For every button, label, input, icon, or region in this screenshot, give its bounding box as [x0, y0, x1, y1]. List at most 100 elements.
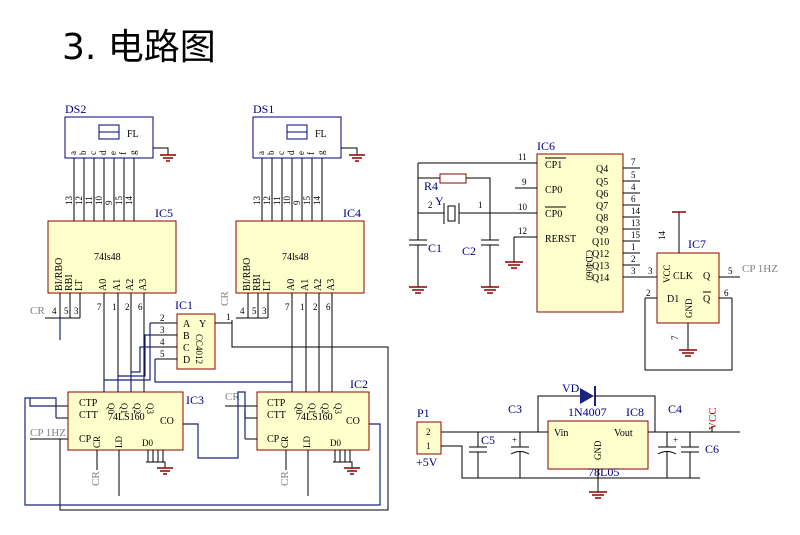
svg-text:CTP: CTP	[79, 398, 98, 409]
svg-text:15: 15	[114, 196, 124, 206]
svg-text:Q14: Q14	[592, 273, 609, 284]
svg-text:BI/RBO: BI/RBO	[242, 258, 253, 291]
svg-text:7: 7	[285, 302, 290, 312]
r4-label: R4	[424, 179, 438, 193]
ds1-label: DS1	[253, 102, 274, 116]
ds2-pin-d: d	[98, 150, 108, 155]
svg-text:3: 3	[631, 266, 636, 276]
svg-text:9: 9	[292, 200, 302, 205]
svg-text:4: 4	[240, 306, 245, 316]
svg-text:A1: A1	[300, 279, 311, 291]
svg-text:Q7: Q7	[596, 201, 608, 212]
ic2-label: IC2	[350, 377, 368, 391]
svg-text:LD: LD	[114, 436, 124, 448]
svg-text:6: 6	[724, 288, 729, 298]
ds2-label: DS2	[65, 102, 86, 116]
svg-text:c: c	[276, 151, 286, 155]
svg-text:CTT: CTT	[79, 410, 98, 421]
svg-text:CP: CP	[267, 434, 280, 445]
svg-text:12: 12	[262, 196, 272, 205]
c3-label: C3	[508, 402, 522, 416]
svg-text:11: 11	[84, 196, 94, 205]
ds2-pin-a: a	[68, 151, 78, 155]
ic5-decoder: IC5 74ls48 BI/RBO RBI LT A0 A1 A2 A3 4 5…	[30, 206, 177, 392]
svg-text:CR: CR	[280, 436, 290, 448]
crystal-label: Y	[435, 194, 444, 208]
svg-text:CP1: CP1	[545, 160, 562, 171]
svg-text:11: 11	[518, 152, 527, 162]
display-ds2: DS2 FL a b c d e f g	[64, 102, 176, 162]
svg-text:A: A	[183, 319, 191, 330]
svg-text:f: f	[306, 152, 316, 155]
cp1hz-output-net: CP 1HZ	[742, 263, 778, 275]
svg-text:A0: A0	[98, 279, 109, 291]
svg-text:Q4: Q4	[596, 164, 608, 175]
svg-text:LT: LT	[74, 280, 85, 291]
svg-text:A3: A3	[326, 279, 337, 291]
ds2-segment-wires: 13 12 11 10 9 15 14	[64, 158, 135, 221]
svg-text:1: 1	[631, 242, 636, 252]
svg-text:Q1: Q1	[119, 403, 129, 414]
svg-text:6: 6	[631, 194, 636, 204]
vcc-label: VCC	[707, 407, 719, 430]
svg-text:RBI: RBI	[64, 274, 75, 291]
svg-text:RBI: RBI	[252, 274, 263, 291]
vd-part: 1N4007	[568, 405, 607, 419]
svg-text:10: 10	[94, 196, 104, 206]
svg-text:LD: LD	[302, 436, 312, 448]
power-supply: P1 2 1 +5V C5 C3 + VD 1N4007 IC8 Vin Vou…	[416, 381, 740, 499]
svg-text:3: 3	[160, 325, 165, 335]
ic4-cr-net: CR	[219, 291, 231, 306]
p1-label: P1	[417, 406, 430, 420]
ds2-fl-label: FL	[127, 129, 139, 140]
c5-label: C5	[481, 433, 495, 447]
ic6-part: CD4060	[584, 250, 594, 281]
svg-text:9: 9	[522, 177, 527, 187]
ic4-decoder: IC4 74ls48 BI/RBO RBI LT A0 A1 A2 A3 4 5…	[219, 206, 365, 392]
ic2-part: 74LS160	[296, 412, 333, 423]
svg-text:10: 10	[282, 196, 292, 206]
svg-text:3: 3	[262, 306, 267, 316]
svg-text:B: B	[183, 331, 190, 342]
svg-text:a: a	[256, 151, 266, 155]
svg-text:+: +	[512, 435, 517, 445]
ic1-nand-gate: IC1 A B C D Y CC4012 2 3 4 5 1	[59, 298, 389, 511]
svg-text:Q: Q	[703, 271, 711, 282]
svg-text:5: 5	[252, 306, 257, 316]
ds1-fl-label: FL	[315, 129, 327, 140]
svg-text:d: d	[286, 150, 296, 155]
svg-text:Q12: Q12	[592, 249, 609, 260]
svg-text:LT: LT	[262, 280, 273, 291]
ic8-label: IC8	[626, 405, 644, 419]
svg-text:14: 14	[312, 196, 322, 206]
oscillator-passives: R4 Y 2 1 C1 C2	[409, 163, 499, 294]
svg-text:A0: A0	[286, 279, 297, 291]
svg-text:14: 14	[657, 231, 667, 241]
svg-text:5: 5	[631, 170, 636, 180]
p1-voltage-label: +5V	[416, 455, 438, 469]
vd-label: VD	[562, 381, 580, 395]
svg-text:1: 1	[112, 302, 117, 312]
svg-text:CTT: CTT	[267, 410, 286, 421]
svg-text:7: 7	[97, 302, 102, 312]
slide-title: 3. 电路图	[62, 27, 216, 68]
svg-text:Y: Y	[199, 319, 206, 330]
svg-text:A2: A2	[125, 279, 136, 291]
svg-text:Q2: Q2	[320, 403, 330, 414]
svg-text:Vin: Vin	[554, 428, 568, 439]
svg-text:g: g	[316, 150, 326, 155]
svg-text:1: 1	[226, 312, 231, 322]
svg-text:Vout: Vout	[614, 428, 633, 439]
svg-text:2: 2	[313, 302, 318, 312]
svg-text:Q6: Q6	[596, 189, 608, 200]
svg-text:Q8: Q8	[596, 213, 608, 224]
c2-label: C2	[462, 244, 476, 258]
svg-text:4: 4	[52, 306, 57, 316]
svg-text:CR: CR	[279, 471, 291, 486]
ic5-label: IC5	[155, 206, 173, 220]
svg-text:4: 4	[631, 182, 636, 192]
svg-text:13: 13	[252, 196, 262, 206]
svg-text:+: +	[673, 435, 678, 445]
svg-text:2: 2	[160, 313, 165, 323]
